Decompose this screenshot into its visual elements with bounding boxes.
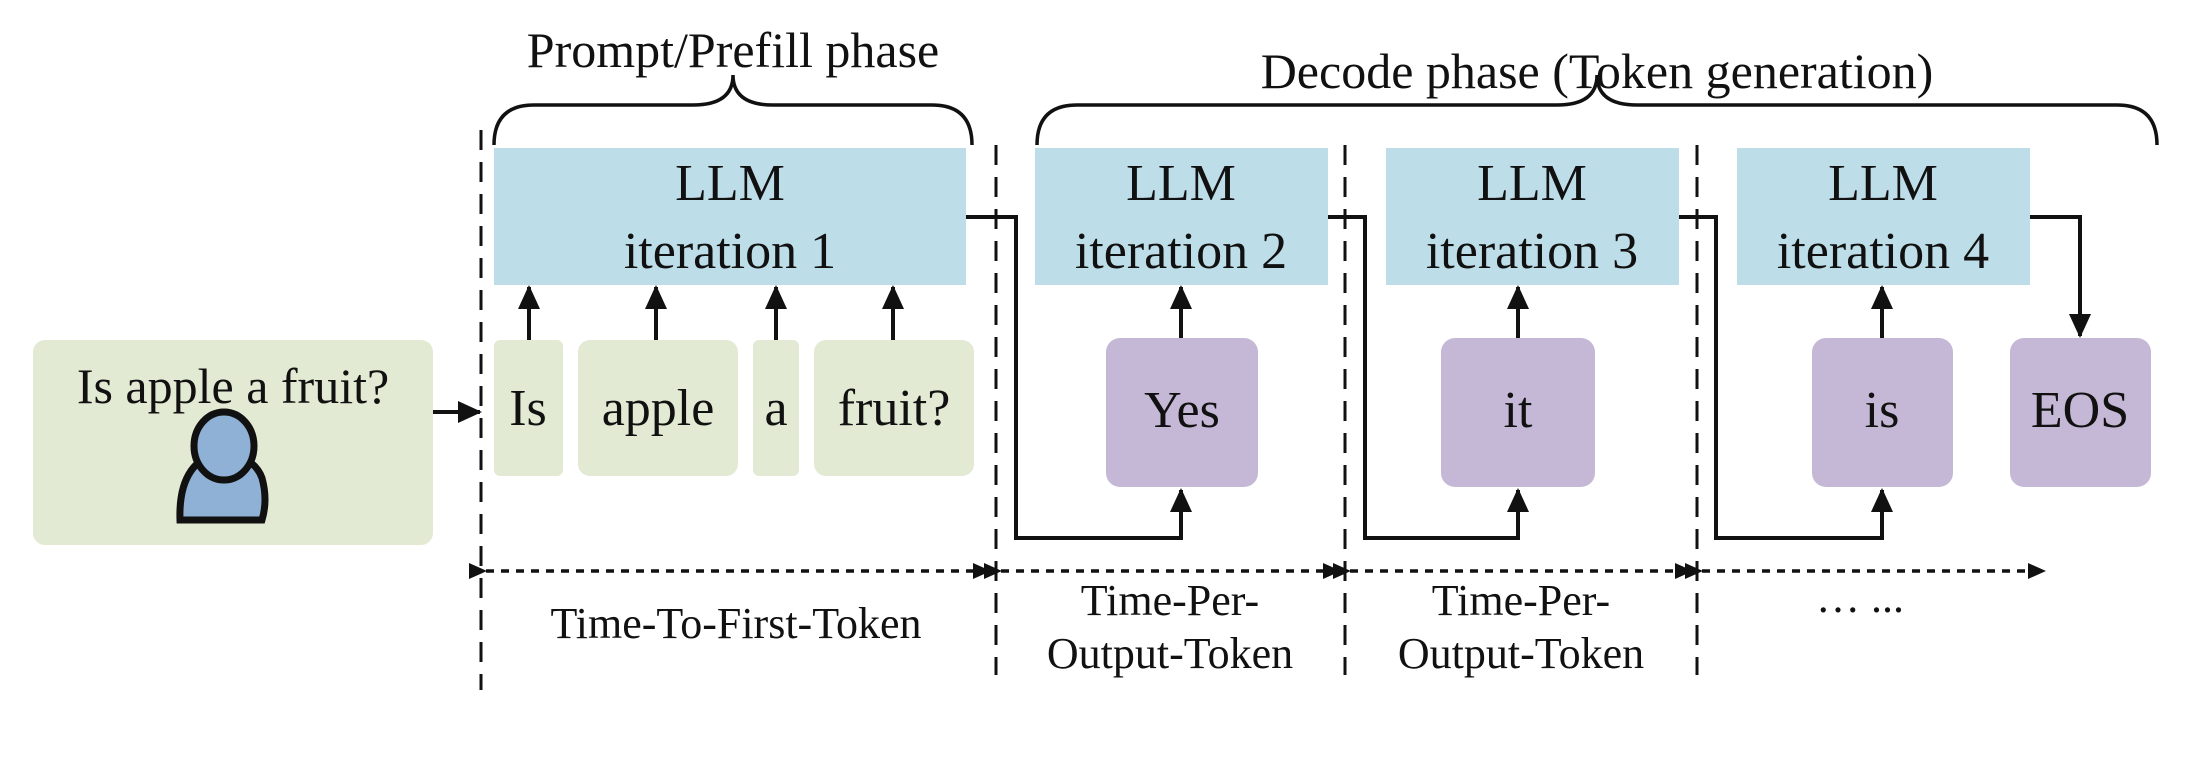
input-token-is	[494, 340, 563, 476]
llm-block-3	[1386, 148, 1679, 285]
output-token-it	[1441, 338, 1595, 487]
input-token-is-label: Is	[509, 380, 547, 437]
input-token-a	[753, 340, 799, 476]
output-token-eos	[2010, 338, 2151, 487]
output-token-is-label: is	[1865, 382, 1900, 439]
decode-phase-label: Decode phase (Token generation)	[1261, 43, 1934, 99]
input-token-fruit-label: fruit?	[838, 380, 951, 437]
llm-block-2-line1: LLM	[1126, 155, 1236, 212]
prefill-phase-label: Prompt/Prefill phase	[527, 22, 939, 78]
connector-llm1-to-yes	[966, 215, 1192, 540]
prefill-brace	[492, 74, 974, 146]
user-query-text: Is apple a fruit?	[77, 358, 389, 414]
llm-block-1	[494, 148, 966, 285]
connector-llm4-to-eos	[2030, 215, 2091, 338]
output-token-is	[1812, 338, 1953, 487]
llm-block-2-line2: iteration 2	[1075, 223, 1287, 280]
llm-block-3-line2: iteration 3	[1426, 223, 1638, 280]
timing-label-3-line2: Output-Token	[1398, 629, 1644, 678]
input-token-apple	[578, 340, 738, 476]
output-token-yes	[1106, 338, 1258, 487]
connector-llm3-to-is	[1679, 215, 1893, 540]
output-token-yes-label: Yes	[1144, 382, 1220, 439]
llm-block-3-line1: LLM	[1477, 155, 1587, 212]
input-token-a-label: a	[764, 380, 787, 437]
llm-block-2	[1035, 148, 1328, 285]
input-token-apple-label: apple	[602, 380, 715, 437]
input-token-fruit	[814, 340, 974, 476]
timing-label-2-line1: Time-Per-	[1081, 576, 1259, 625]
timing-label-4-line1: … ...	[1816, 573, 1904, 622]
llm-block-4-line2: iteration 4	[1777, 223, 1989, 280]
llm-block-1-line1: LLM	[675, 155, 785, 212]
llm-block-4	[1737, 148, 2030, 285]
output-token-eos-label: EOS	[2031, 382, 2129, 439]
llm-block-4-line1: LLM	[1828, 155, 1938, 212]
user-icon	[176, 408, 269, 524]
llm-block-1-line2: iteration 1	[624, 223, 836, 280]
output-token-it-label: it	[1504, 382, 1533, 439]
decode-brace	[1035, 74, 2159, 146]
timing-label-2-line2: Output-Token	[1047, 629, 1293, 678]
timing-label-3-line1: Time-Per-	[1432, 576, 1610, 625]
timing-label-1-line1: Time-To-First-Token	[550, 599, 921, 648]
connector-llm2-to-it	[1328, 215, 1529, 540]
